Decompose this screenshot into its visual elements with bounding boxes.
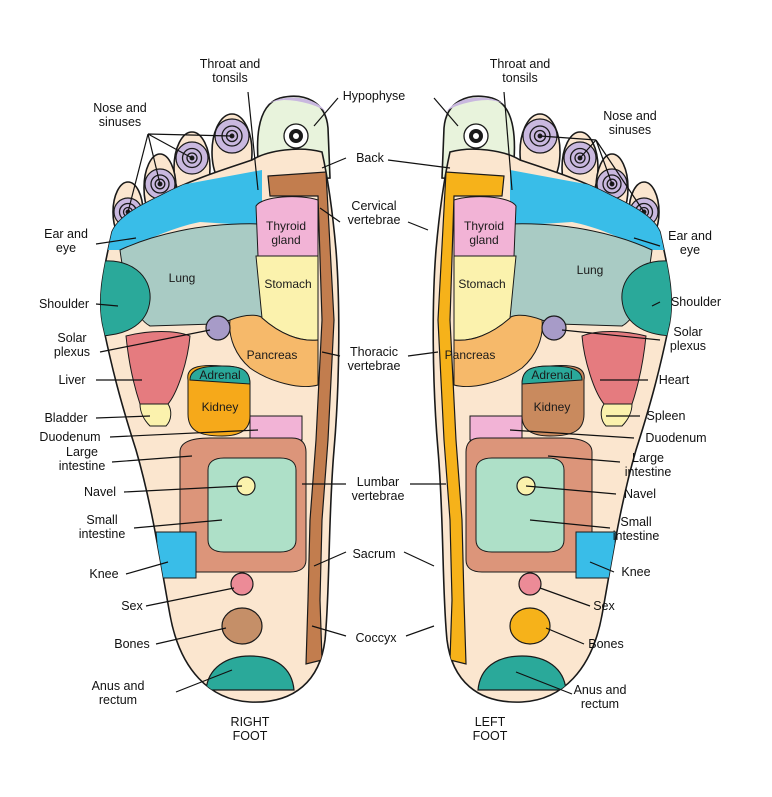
left-pancreas-label: Pancreas: [445, 348, 496, 362]
right-pancreas-zone: [229, 314, 319, 387]
label-spleen: Spleen: [647, 409, 686, 423]
left-thyroid-zone: [453, 196, 517, 257]
right-kidney-label: Kidney: [202, 400, 239, 414]
right-adrenal-zone: [189, 365, 251, 385]
label-knee-right-foot: Knee: [89, 567, 118, 581]
label-sex-right-foot: Sex: [121, 599, 143, 613]
label-liver: Liver: [58, 373, 85, 387]
right-adrenal-label: Adrenal: [199, 368, 240, 382]
right-solar-plexus-zone: [205, 315, 231, 341]
right-lung-label: Lung: [169, 271, 196, 285]
right-anus-rectum-zone: [205, 655, 295, 691]
left-shoulder-zone: [621, 260, 672, 337]
left-adrenal-zone: [521, 365, 583, 385]
label-hypophyse: Hypophyse: [343, 89, 406, 103]
right-spine-zone: [267, 171, 335, 665]
left-lung-label: Lung: [577, 263, 604, 277]
left-hypophyse-icon: [463, 123, 489, 149]
left-sex-zone: [518, 572, 542, 596]
right-bladder-zone: [139, 403, 172, 427]
label-bones-right-foot: Bones: [114, 637, 149, 651]
right-small-intestine-zone: [207, 457, 297, 553]
right-pancreas-label: Pancreas: [247, 348, 298, 362]
left-kidney-label: Kidney: [534, 400, 571, 414]
left-anus-rectum-zone: [477, 655, 567, 691]
left-throat-zone: [510, 170, 672, 250]
label-sex-left-foot: Sex: [593, 599, 615, 613]
left-pancreas-zone: [453, 314, 543, 387]
label-heart: Heart: [659, 373, 690, 387]
right-thyroid-zone: [255, 196, 319, 257]
right-throat-zone: [100, 170, 262, 250]
left-bones-zone: [509, 607, 551, 645]
right-sex-zone: [230, 572, 254, 596]
left-spine-zone: [437, 171, 505, 665]
left-stomach-label: Stomach: [458, 277, 505, 291]
right-bones-zone: [221, 607, 263, 645]
left-duodenum-zone: [469, 415, 523, 441]
right-big-toe-tip: [262, 97, 326, 112]
label-bladder: Bladder: [44, 411, 87, 425]
label-back: Back: [356, 151, 385, 165]
label-duodenum-right-foot: Duodenum: [39, 430, 100, 444]
label-navel-left-foot: Navel: [624, 487, 656, 501]
label-duodenum-left-foot: Duodenum: [645, 431, 706, 445]
right-liver-zone: [125, 331, 191, 405]
label-knee-left-foot: Knee: [621, 565, 650, 579]
left-spleen-zone: [600, 403, 633, 427]
right-duodenum-zone: [249, 415, 303, 441]
label-coccyx: Coccyx: [356, 631, 398, 645]
left-solar-plexus-zone: [541, 315, 567, 341]
label-shoulder-right-foot: Shoulder: [39, 297, 89, 311]
right-stomach-label: Stomach: [264, 277, 311, 291]
left-heart-zone: [581, 331, 647, 405]
left-big-toe-tip: [446, 97, 510, 112]
label-navel-right-foot: Navel: [84, 485, 116, 499]
right-shoulder-zone: [100, 260, 151, 337]
right-hypophyse-icon: [283, 123, 309, 149]
label-sacrum: Sacrum: [352, 547, 395, 561]
label-bones-left-foot: Bones: [588, 637, 623, 651]
left-small-intestine-zone: [475, 457, 565, 553]
leader-lines: [95, 91, 661, 695]
label-shoulder-left-foot: Shoulder: [671, 295, 721, 309]
left-adrenal-label: Adrenal: [531, 368, 572, 382]
